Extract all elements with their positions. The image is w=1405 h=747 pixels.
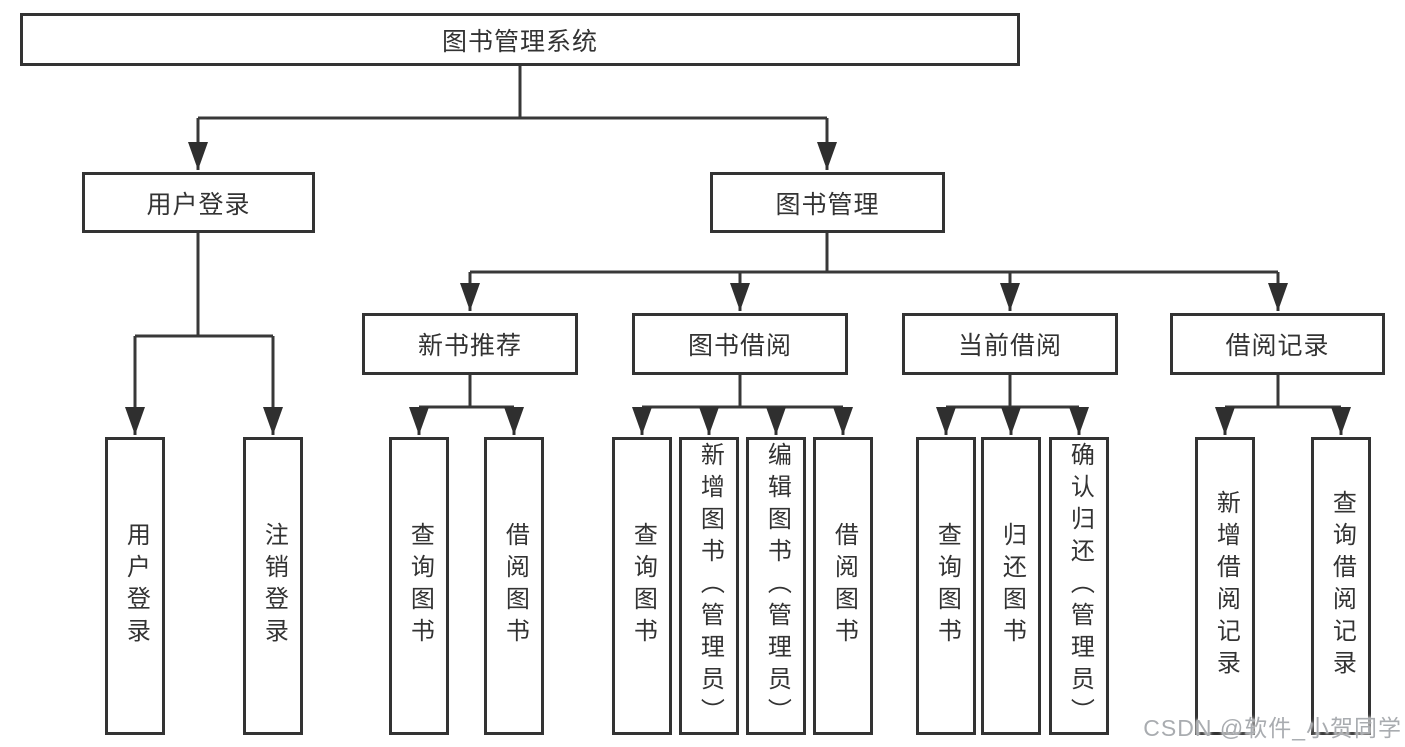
node-label: 借阅图书 — [501, 522, 529, 650]
node-current-borrow: 当前借阅 — [902, 313, 1118, 375]
leaf-query-books-1: 查询图书 — [389, 437, 449, 735]
node-label: 借阅图书 — [830, 522, 858, 650]
leaf-return-books: 归还图书 — [981, 437, 1041, 735]
leaf-confirm-return-admin: 确认归还（管理员） — [1049, 437, 1109, 735]
node-label: 图书管理系统 — [441, 27, 598, 56]
leaf-add-borrow-record: 新增借阅记录 — [1195, 437, 1255, 735]
node-label: 查询图书 — [933, 522, 961, 650]
node-label: 确认归还（管理员） — [1066, 442, 1094, 730]
leaf-edit-books-admin: 编辑图书（管理员） — [746, 437, 806, 735]
node-label: 新增图书（管理员） — [696, 442, 724, 730]
node-new-book-recommend: 新书推荐 — [362, 313, 578, 375]
leaf-logout: 注销登录 — [243, 437, 303, 735]
node-label: 用户登录 — [122, 522, 150, 650]
csdn-watermark: CSDN @软件_小贺同学 — [1143, 715, 1402, 741]
leaf-borrow-books-2: 借阅图书 — [813, 437, 873, 735]
node-label: 新书推荐 — [417, 332, 522, 360]
leaf-user-login: 用户登录 — [105, 437, 165, 735]
leaf-query-books-3: 查询图书 — [916, 437, 976, 735]
node-label: 借阅记录 — [1225, 332, 1330, 360]
leaf-query-borrow-record: 查询借阅记录 — [1311, 437, 1371, 735]
node-label: 图书管理 — [775, 190, 880, 219]
node-label: 编辑图书（管理员） — [763, 442, 791, 730]
node-book-management: 图书管理 — [710, 172, 945, 233]
node-label: 新增借阅记录 — [1212, 490, 1240, 682]
node-label: 当前借阅 — [957, 332, 1062, 360]
node-label: 查询图书 — [629, 522, 657, 650]
node-label: 用户登录 — [146, 190, 251, 219]
leaf-borrow-books-1: 借阅图书 — [484, 437, 544, 735]
node-root-system: 图书管理系统 — [20, 13, 1020, 66]
node-book-borrow: 图书借阅 — [632, 313, 848, 375]
leaf-add-books-admin: 新增图书（管理员） — [679, 437, 739, 735]
node-borrow-records: 借阅记录 — [1170, 313, 1385, 375]
node-user-login: 用户登录 — [82, 172, 315, 233]
node-label: 查询图书 — [406, 522, 434, 650]
node-label: 归还图书 — [998, 522, 1026, 650]
leaf-query-books-2: 查询图书 — [612, 437, 672, 735]
node-label: 注销登录 — [260, 522, 288, 650]
node-label: 图书借阅 — [687, 332, 792, 360]
node-label: 查询借阅记录 — [1328, 490, 1356, 682]
